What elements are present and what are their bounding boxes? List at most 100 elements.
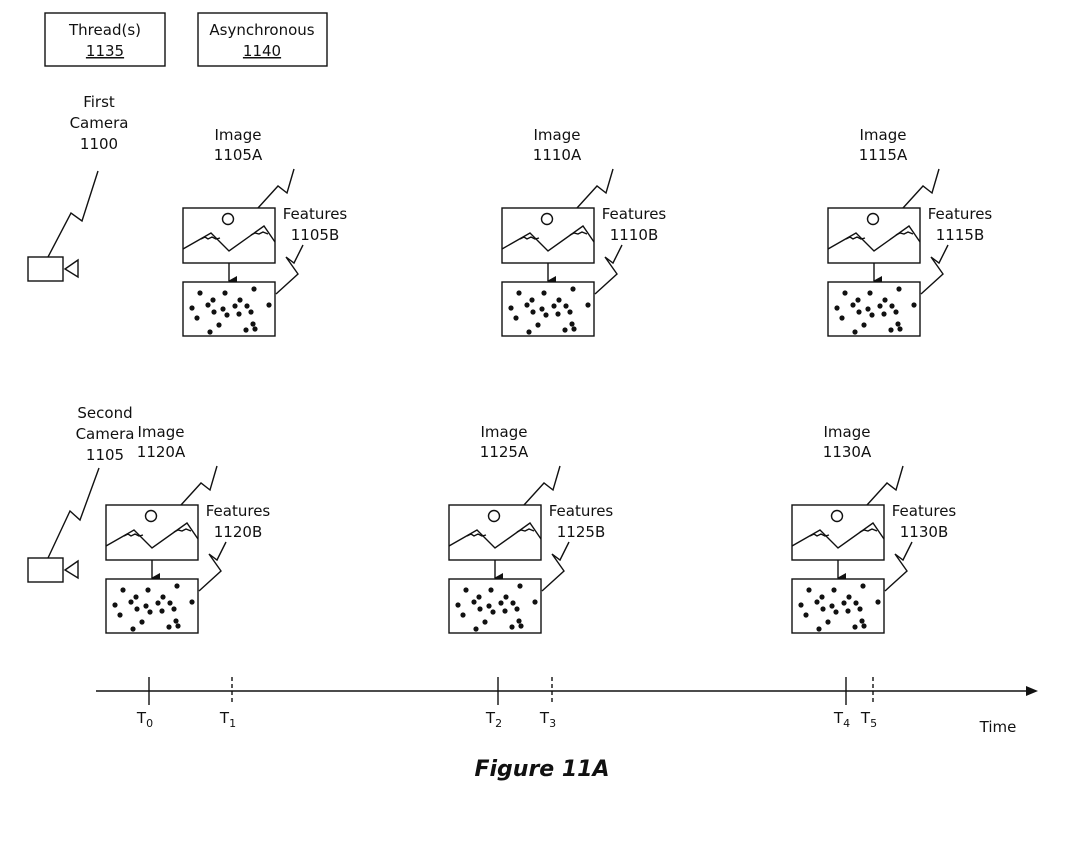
- feature-point: [524, 302, 530, 308]
- feature-point: [175, 623, 181, 629]
- feature-point: [173, 618, 179, 624]
- camera-label-line: First: [83, 93, 115, 111]
- features-ref: 1120B: [214, 523, 262, 541]
- legend-threads-ref: 1135: [86, 42, 124, 60]
- feature-point: [517, 583, 523, 589]
- feature-point: [207, 329, 213, 335]
- timeline-tick-label: T3: [539, 709, 556, 730]
- feature-point: [159, 608, 165, 614]
- feature-point: [490, 609, 496, 615]
- feature-point: [875, 599, 881, 605]
- image-label: Image: [481, 423, 528, 441]
- feature-point: [845, 608, 851, 614]
- image-leader-line: [523, 465, 561, 506]
- feature-point: [569, 321, 575, 327]
- feature-point: [877, 303, 883, 309]
- feature-point: [798, 602, 804, 608]
- legend-threads-label: Thread(s): [68, 21, 141, 39]
- feature-point: [128, 599, 134, 605]
- feature-point: [819, 594, 825, 600]
- timeline-tick-label: T4: [833, 709, 850, 730]
- feature-point: [814, 599, 820, 605]
- legend-box-asynchronous: Asynchronous 1140: [197, 12, 328, 67]
- feature-point: [252, 326, 258, 332]
- feature-point: [869, 312, 875, 318]
- feature-point: [120, 587, 126, 593]
- image-label: Image: [534, 126, 581, 144]
- timeline-tick-label: T5: [860, 709, 877, 730]
- features-box: [791, 578, 885, 634]
- feature-point: [477, 606, 483, 612]
- feature-point: [562, 327, 568, 333]
- feature-point: [803, 612, 809, 618]
- features-leader-line: [541, 541, 570, 592]
- feature-point: [510, 600, 516, 606]
- feature-point: [514, 606, 520, 612]
- feature-point: [895, 321, 901, 327]
- feature-point: [888, 327, 894, 333]
- feature-point: [852, 329, 858, 335]
- feature-point: [551, 303, 557, 309]
- image-ref: 1125A: [480, 443, 529, 461]
- image-leader-line: [257, 168, 295, 209]
- features-box: [105, 578, 199, 634]
- feature-point: [174, 583, 180, 589]
- feature-point: [516, 290, 522, 296]
- feature-point: [251, 286, 257, 292]
- features-box: [501, 281, 595, 337]
- features-leader-line: [594, 244, 623, 295]
- camera-label-line: Second: [77, 404, 132, 422]
- feature-point: [882, 297, 888, 303]
- feature-point: [816, 626, 822, 632]
- feature-point: [143, 603, 149, 609]
- features-leader-line: [884, 541, 913, 592]
- feature-point: [842, 290, 848, 296]
- features-ref: 1115B: [936, 226, 984, 244]
- image-label: Image: [860, 126, 907, 144]
- feature-point: [855, 297, 861, 303]
- camera-label-line: Camera: [70, 114, 129, 132]
- feature-point: [166, 624, 172, 630]
- feature-point: [806, 587, 812, 593]
- features-box: [182, 281, 276, 337]
- legend-async-label: Asynchronous: [209, 21, 314, 39]
- feature-point: [532, 599, 538, 605]
- feature-point: [205, 302, 211, 308]
- feature-point: [189, 305, 195, 311]
- feature-point: [488, 587, 494, 593]
- image-label: Image: [138, 423, 185, 441]
- feature-point: [509, 624, 515, 630]
- feature-point: [881, 311, 887, 317]
- feature-point: [134, 606, 140, 612]
- feature-point: [197, 290, 203, 296]
- feature-point: [266, 302, 272, 308]
- feature-point: [216, 322, 222, 328]
- feature-point: [518, 623, 524, 629]
- feature-point: [476, 594, 482, 600]
- features-label: Features: [892, 502, 957, 520]
- features-box: [827, 281, 921, 337]
- feature-point: [237, 297, 243, 303]
- image-leader-line: [180, 465, 218, 506]
- feature-point: [825, 619, 831, 625]
- feature-point: [857, 606, 863, 612]
- legend-box-threads: Thread(s) 1135: [44, 12, 166, 67]
- feature-point: [486, 603, 492, 609]
- camera-label-line: 1100: [80, 135, 118, 153]
- timeline-arrowhead-icon: [1026, 686, 1038, 696]
- feature-point: [232, 303, 238, 309]
- feature-point: [570, 286, 576, 292]
- feature-point: [220, 306, 226, 312]
- feature-point: [502, 608, 508, 614]
- video-camera-icon: [27, 557, 79, 583]
- feature-point: [455, 602, 461, 608]
- figure-caption: Figure 11A: [474, 757, 609, 782]
- feature-point: [893, 309, 899, 315]
- feature-point: [482, 619, 488, 625]
- features-label: Features: [206, 502, 271, 520]
- image-thumbnail-icon: [105, 504, 199, 561]
